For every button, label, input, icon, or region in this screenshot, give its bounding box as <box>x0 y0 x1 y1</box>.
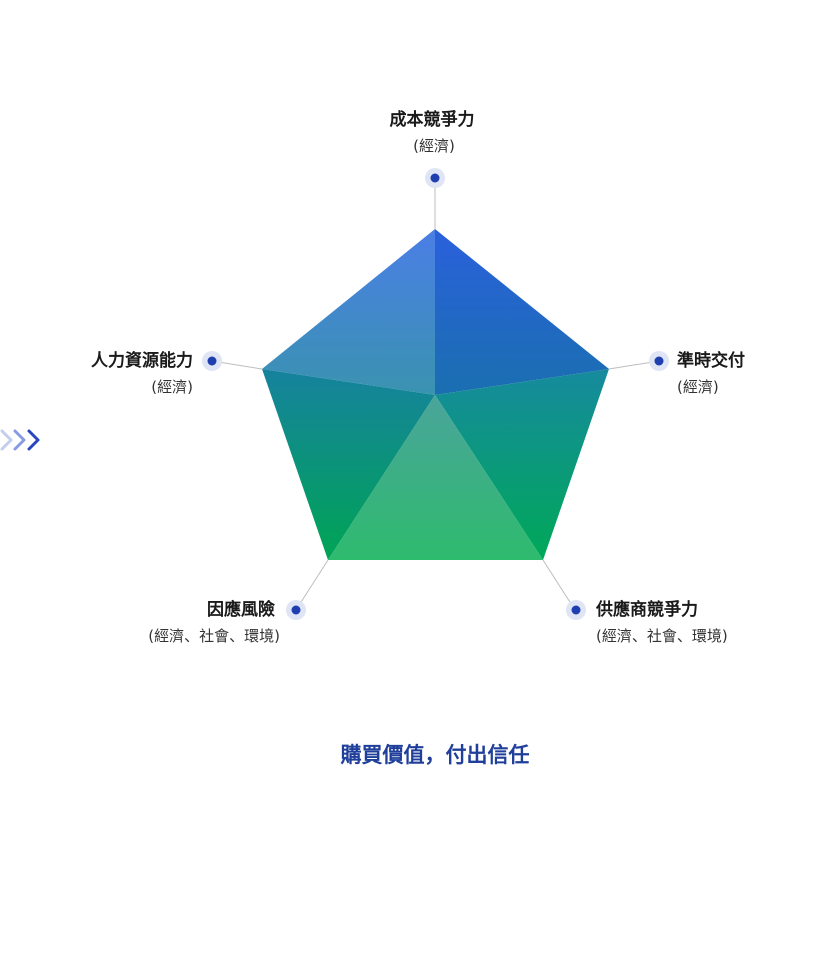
axis-label-delivery: 準時交付 <box>677 351 745 371</box>
axis-label-hr: 人力資源能力 <box>91 351 193 371</box>
vertex-marker <box>649 351 669 371</box>
axis-sub-risk: (經濟、社會、環境) <box>148 627 280 645</box>
axis-sub-cost: (經濟) <box>413 137 455 155</box>
vertex-marker <box>566 600 586 620</box>
axis-sub-hr: (經濟) <box>151 378 193 396</box>
vertex-marker <box>286 600 306 620</box>
segment-bottom <box>328 395 543 560</box>
tagline: 購買價值，付出信任 <box>340 743 530 767</box>
axis-label-cost: 成本競爭力 <box>389 110 475 130</box>
chevrons-right-icon <box>0 429 40 451</box>
axis-label-risk: 因應風險 <box>207 600 275 620</box>
segment-cost <box>435 229 609 395</box>
segment-top-left <box>262 229 435 395</box>
vertex-marker <box>202 351 222 371</box>
axis-label-supplier: 供應商競爭力 <box>596 600 698 620</box>
connector-line <box>542 559 576 611</box>
vertex-marker <box>425 168 445 188</box>
segment-delivery <box>435 369 609 560</box>
segment-hr <box>262 369 435 560</box>
axis-sub-supplier: (經濟、社會、環境) <box>596 627 728 645</box>
axis-sub-delivery: (經濟) <box>677 378 719 396</box>
